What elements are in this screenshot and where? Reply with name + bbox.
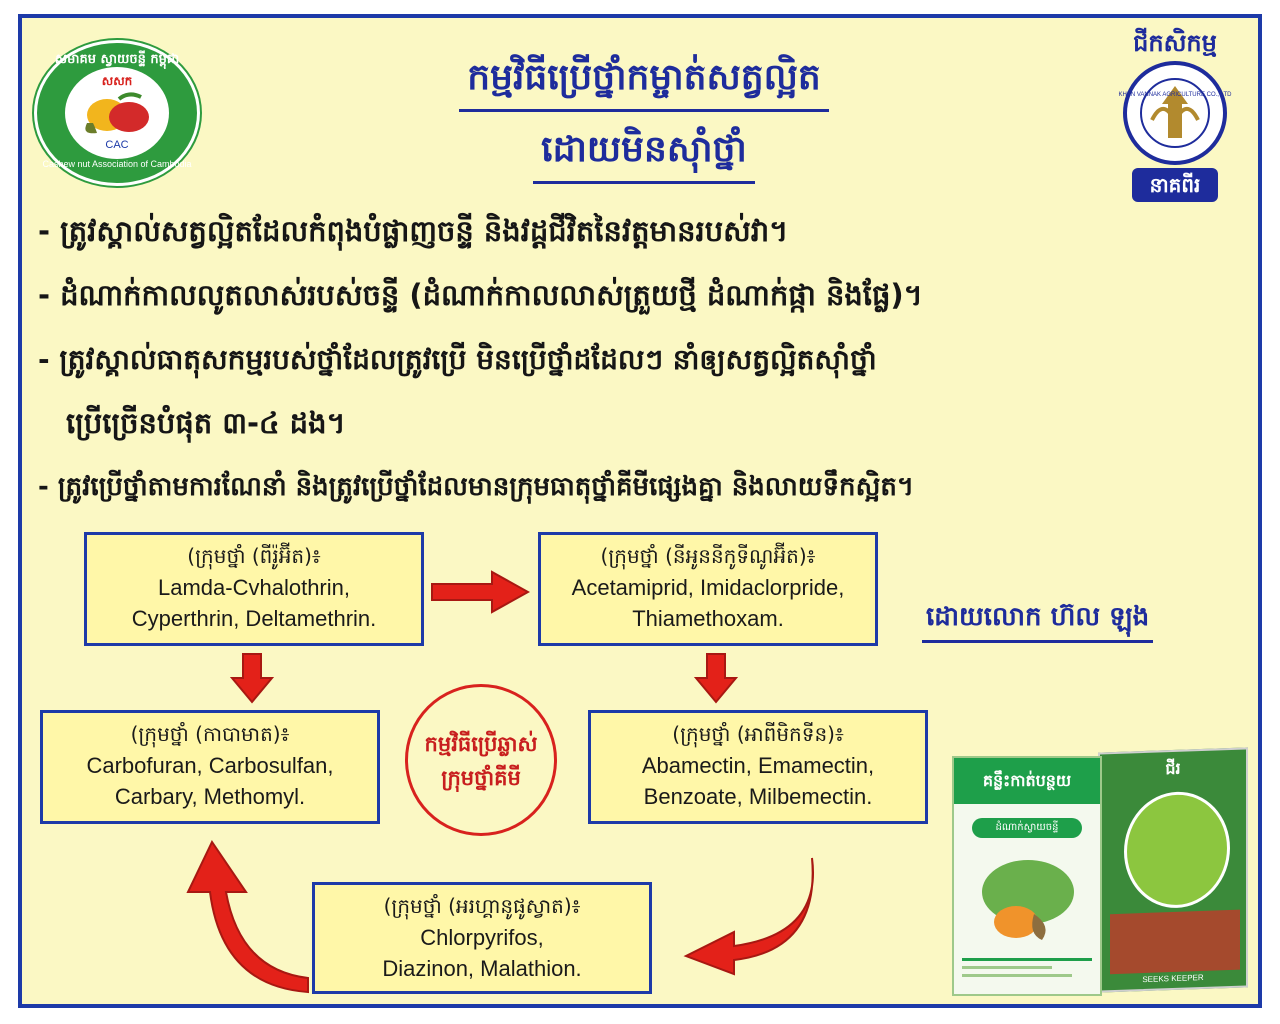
bullet-4: - ត្រូវប្រើថ្នាំតាមការណែនាំ និងត្រូវប្រើ… [38,472,914,502]
nagpir-logo: ជីកសិកម្ម KHEN VANNAK AGRICULTURE CO., L… [1110,28,1240,206]
title-line-1-wrap: កម្មវិធីប្រើថ្នាំកម្ចាត់សត្វល្អិត [22,54,1266,112]
book-1: គន្លឹះកាត់បន្ថយ ដំណាក់ស្វាយចន្ទី [952,756,1102,996]
neonicotinoid-line-1: Acetamiprid, Imidaclorpride, [571,575,845,600]
book-1-subtitle: ដំណាក់ស្វាយចន្ទី [972,818,1082,838]
avermectin-box: (ក្រុមថ្នាំ (អាពីមិកទីន)៖ Abamectin, Ema… [588,710,928,824]
book-2-photo [1124,790,1230,910]
book-1-rule [962,958,1092,961]
nagpir-logo-bottom-text: នាគពីរ [1132,168,1218,202]
arrow-down-right-icon [694,653,738,704]
emblem-icon [1123,61,1227,165]
cac-logo-ring-top: សមាគម ស្វាយចន្ទី កម្ពុជា [54,52,180,67]
organophosphate-line-1: Chlorpyrifos, [420,925,544,950]
organophosphate-box: (ក្រុមថ្នាំ (អរហ្គានូផូស្វាត)៖ Chlorpyri… [312,882,652,994]
rotation-circle-line-1: កម្មវិធីប្រើឆ្លាស់ [424,732,538,756]
cac-logo-inner: សសក CAC [65,67,169,159]
book-1-rule-3 [962,974,1072,977]
arrow-down-left-icon [230,653,274,704]
avermectin-line-2: Benzoate, Milbemectin. [643,784,873,809]
book-1-rule-2 [962,966,1052,969]
rotation-circle: កម្មវិធីប្រើឆ្លាស់ ក្រុមថ្នាំគីមី [405,684,557,836]
bullet-3-continued: ប្រើច្រើនបំផុត ៣-៤ ដង។ [66,406,346,440]
rotation-circle-line-2: ក្រុមថ្នាំគីមី [441,766,521,790]
curved-arrow-to-left-icon [186,840,309,994]
book-2: ជីរ SEEKS KEEPER [1098,747,1248,993]
pyrethroid-label: (ក្រុមថ្នាំ (ពីរ៉ូអ៊ីត)៖ [187,544,321,568]
book-2-title: ជីរ [1165,758,1181,779]
pyrethroid-line-2: Cyperthrin, Deltamethrin. [131,606,377,631]
avermectin-line-1: Abamectin, Emamectin, [641,753,875,778]
curved-arrow-to-bottom-icon [683,857,814,976]
bullet-2: - ដំណាក់កាលលូតលាស់របស់ចន្ទី (ដំណាក់កាលលា… [38,278,923,312]
avermectin-label: (ក្រុមថ្នាំ (អាពីមិកទីន)៖ [672,722,844,746]
neonicotinoid-line-2: Thiamethoxam. [632,606,784,631]
carbamate-line-2: Carbary, Methomyl. [114,784,306,809]
organophosphate-line-2: Diazinon, Malathion. [382,956,582,981]
neonicotinoid-label: (ក្រុមថ្នាំ (នីអូននីកូទីណូអ៊ីត)៖ [600,544,816,568]
author-credit: ដោយលោក ហ៊ល ឡុង [922,600,1154,643]
cac-logo: សមាគម ស្វាយចន្ទី កម្ពុជា សសក CAC Cashew … [34,40,200,186]
neonicotinoid-box: (ក្រុមថ្នាំ (នីអូននីកូទីណូអ៊ីត)៖ Acetami… [538,532,878,646]
nagpir-logo-top-text: ជីកសិកម្ម [1133,29,1217,57]
carbamate-label: (ក្រុមថ្នាំ (កាបាមាត)៖ [130,722,290,746]
cashew-leaf-icon [982,860,1074,940]
pyrethroid-box: (ក្រុមថ្នាំ (ពីរ៉ូអ៊ីត)៖ Lamda-Cvhalothr… [84,532,424,646]
carbamate-line-1: Carbofuran, Carbosulfan, [86,753,334,778]
title-line-2: ដោយមិនស៊ាំថ្នាំ [533,126,755,184]
bullet-1: - ត្រូវស្គាល់សត្វល្អិតដែលកំពុងបំផ្លាញចន្… [38,214,789,248]
nagpir-logo-ring-text: KHEN VANNAK AGRICULTURE CO., LTD [1118,92,1232,98]
cashew-fruit-icon [85,92,149,134]
arrow-right-icon [431,570,530,614]
bullet-3: - ត្រូវស្គាល់ធាតុសកម្មរបស់ថ្នាំដែលត្រូវប… [38,343,877,376]
organophosphate-label: (ក្រុមថ្នាំ (អរហ្គានូផូស្វាត)៖ [383,894,581,918]
title-line-1: កម្មវិធីប្រើថ្នាំកម្ចាត់សត្វល្អិត [459,54,829,112]
cac-logo-abbr: CAC [105,139,129,151]
book-2-photo-bottom [1110,909,1240,975]
title-line-2-wrap: ដោយមិនស៊ាំថ្នាំ [22,126,1266,184]
carbamate-box: (ក្រុមថ្នាំ (កាបាមាត)៖ Carbofuran, Carbo… [40,710,380,824]
book-1-title: គន្លឹះកាត់បន្ថយ [954,758,1100,804]
poster: សមាគម ស្វាយចន្ទី កម្ពុជា សសក CAC Cashew … [18,14,1262,1008]
cac-logo-abbr-km: សសក [101,74,133,88]
cac-logo-ring-bottom: Cashew nut Association of Cambodia [42,159,192,169]
pyrethroid-line-1: Lamda-Cvhalothrin, [158,575,350,600]
